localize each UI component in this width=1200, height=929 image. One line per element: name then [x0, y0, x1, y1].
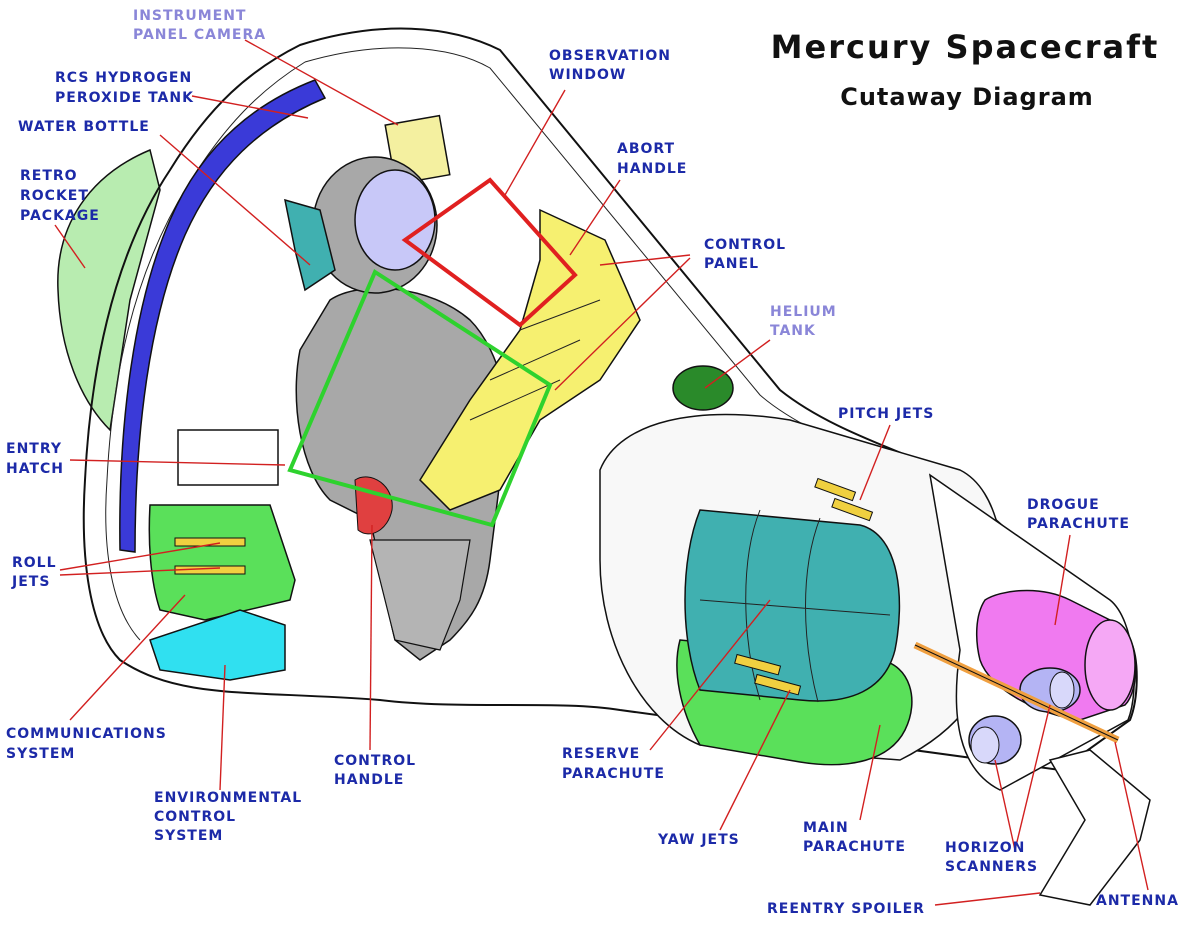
capsule-outer-hull: [82, 27, 1138, 772]
svg-text:SYSTEM: SYSTEM: [6, 746, 75, 762]
entry-hatch: [177, 429, 279, 486]
svg-text:PACKAGE: PACKAGE: [20, 208, 100, 224]
svg-text:HELIUM: HELIUM: [770, 304, 837, 320]
label-observation-window: OBSERVATION WINDOW: [549, 48, 671, 83]
svg-text:HANDLE: HANDLE: [334, 772, 404, 788]
label-communications-system: COMMUNICATIONS SYSTEM: [6, 726, 167, 762]
label-horizon-scanners: HORIZON SCANNERS: [945, 840, 1038, 875]
communications-system: [148, 504, 296, 621]
diagram-subtitle: Cutaway Diagram: [840, 83, 1094, 111]
yaw-jets: [734, 653, 802, 696]
svg-text:INSTRUMENT: INSTRUMENT: [133, 8, 246, 24]
svg-text:YAW JETS: YAW JETS: [657, 832, 740, 848]
label-antenna: ANTENNA: [1096, 893, 1179, 909]
svg-text:HORIZON: HORIZON: [945, 840, 1025, 856]
label-reentry-spoiler: REENTRY SPOILER: [767, 901, 925, 917]
label-helium-tank: HELIUM TANK: [770, 304, 837, 339]
svg-text:PANEL CAMERA: PANEL CAMERA: [133, 27, 266, 43]
rcs-peroxide-tank: [119, 79, 327, 553]
label-reserve-parachute: RESERVE PARACHUTE: [562, 746, 665, 782]
leader-lines: [54, 39, 1149, 906]
helium-tank: [672, 365, 734, 411]
label-environmental-control-system: ENVIRONMENTAL CONTROL SYSTEM: [154, 790, 302, 844]
svg-text:ROCKET: ROCKET: [20, 188, 89, 204]
svg-text:MAIN: MAIN: [803, 820, 849, 836]
svg-text:RCS HYDROGEN: RCS HYDROGEN: [55, 70, 192, 86]
svg-text:PARACHUTE: PARACHUTE: [562, 766, 665, 782]
svg-text:REENTRY SPOILER: REENTRY SPOILER: [767, 901, 925, 917]
svg-text:TANK: TANK: [770, 323, 816, 339]
svg-text:SCANNERS: SCANNERS: [945, 859, 1038, 875]
svg-text:ENVIRONMENTAL: ENVIRONMENTAL: [154, 790, 302, 806]
svg-text:PARACHUTE: PARACHUTE: [803, 839, 906, 855]
svg-text:OBSERVATION: OBSERVATION: [549, 48, 671, 64]
label-control-panel: CONTROL PANEL: [704, 237, 786, 272]
label-roll-jets: ROLL JETS: [11, 555, 57, 590]
svg-text:ABORT: ABORT: [617, 141, 675, 157]
svg-text:ENTRY: ENTRY: [6, 441, 62, 457]
reserve-parachute: [684, 509, 901, 702]
svg-text:CONTROL: CONTROL: [704, 237, 786, 253]
label-main-parachute: MAIN PARACHUTE: [803, 820, 906, 855]
svg-text:HANDLE: HANDLE: [617, 161, 687, 177]
svg-text:CONTROL: CONTROL: [334, 753, 416, 769]
pitch-jets: [814, 477, 874, 522]
contour-couch-outline: [287, 269, 553, 528]
label-abort-handle: ABORT HANDLE: [617, 141, 687, 177]
astronaut: [295, 156, 509, 661]
observation-window: [401, 177, 578, 328]
svg-text:PARACHUTE: PARACHUTE: [1027, 516, 1130, 532]
svg-text:JETS: JETS: [11, 574, 50, 590]
diagram-title: Mercury Spacecraft: [771, 28, 1160, 66]
svg-text:ROLL: ROLL: [12, 555, 57, 571]
label-instrument-panel-camera: INSTRUMENT PANEL CAMERA: [133, 8, 266, 43]
svg-text:ANTENNA: ANTENNA: [1096, 893, 1179, 909]
retro-rocket-package: [57, 148, 161, 432]
svg-text:COMMUNICATIONS: COMMUNICATIONS: [6, 726, 167, 742]
svg-text:HATCH: HATCH: [6, 461, 64, 477]
label-drogue-parachute: DROGUE PARACHUTE: [1027, 497, 1130, 532]
label-pitch-jets: PITCH JETS: [838, 406, 934, 422]
environmental-control-system: [149, 609, 286, 681]
svg-text:WINDOW: WINDOW: [549, 67, 626, 83]
water-bottle: [284, 198, 336, 292]
svg-text:PEROXIDE TANK: PEROXIDE TANK: [55, 90, 194, 106]
label-yaw-jets: YAW JETS: [657, 832, 740, 848]
control-panel: [419, 208, 641, 511]
label-control-handle: CONTROL HANDLE: [334, 753, 416, 788]
svg-text:CONTROL: CONTROL: [154, 809, 236, 825]
svg-text:WATER BOTTLE: WATER BOTTLE: [18, 119, 150, 135]
label-entry-hatch: ENTRY HATCH: [6, 441, 64, 477]
svg-text:SYSTEM: SYSTEM: [154, 828, 223, 844]
svg-text:RETRO: RETRO: [20, 168, 78, 184]
label-rcs-hydrogen-peroxide-tank: RCS HYDROGEN PEROXIDE TANK: [55, 70, 194, 106]
svg-text:DROGUE: DROGUE: [1027, 497, 1100, 513]
label-retro-rocket-package: RETRO ROCKET PACKAGE: [20, 168, 100, 224]
svg-text:PANEL: PANEL: [704, 256, 759, 272]
reentry-spoiler: [1038, 749, 1151, 906]
label-water-bottle: WATER BOTTLE: [18, 119, 150, 135]
svg-text:PITCH JETS: PITCH JETS: [838, 406, 934, 422]
spacecraft-illustration: [57, 27, 1151, 906]
svg-text:RESERVE: RESERVE: [562, 746, 640, 762]
